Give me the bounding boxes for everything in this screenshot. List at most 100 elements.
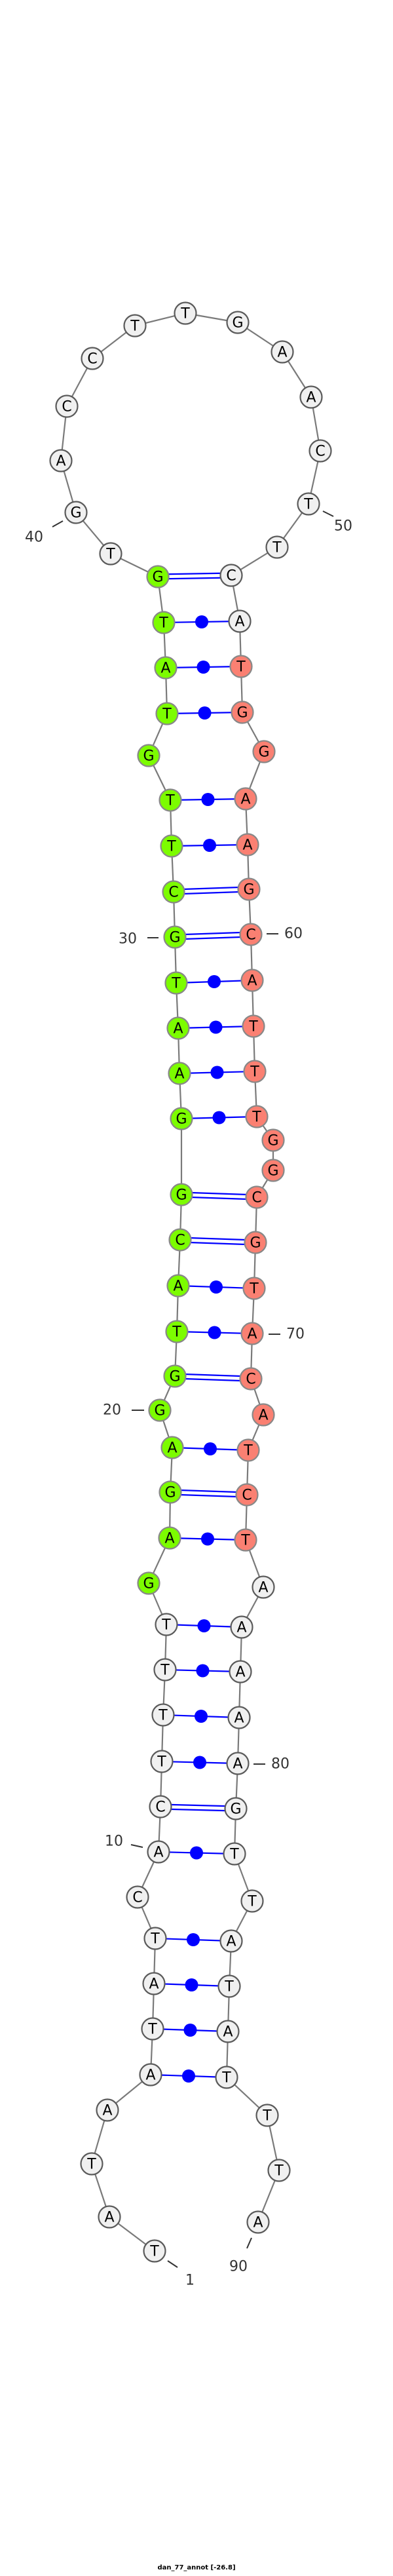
pair-bond-line: [181, 1191, 257, 1196]
base-pair: [178, 1280, 255, 1294]
nucleotide-47: A: [271, 340, 294, 364]
nucleotide-62: T: [242, 1014, 265, 1038]
nucleotide-2: A: [98, 2205, 121, 2229]
nucleotide-circle: [229, 655, 253, 678]
base-pair: [181, 1191, 257, 1201]
nucleotide-letter: T: [149, 2244, 159, 2260]
nucleotide-31: C: [162, 880, 185, 904]
nucleotide-letter: G: [169, 1369, 180, 1385]
nucleotide-letter: T: [221, 2070, 231, 2086]
nucleotide-45: T: [174, 301, 197, 325]
nucleotide-circle: [242, 1277, 266, 1300]
nucleotide-circle: [245, 1105, 269, 1128]
nucleotide-50: T: [297, 492, 320, 516]
nucleotide-letter: A: [258, 1580, 268, 1596]
nucleotide-82: T: [223, 1842, 246, 1866]
pair-bond-line: [170, 1489, 248, 1493]
pair-bond-line: [181, 1196, 257, 1201]
nucleotide-letter: G: [258, 744, 269, 761]
nucleotide-circle: [80, 2152, 103, 2176]
nucleotide-30: G: [163, 925, 187, 949]
nucleotide-circle: [240, 1322, 264, 1345]
nucleotide-circle: [215, 2066, 238, 2089]
base-pair: [162, 1710, 240, 1723]
nucleotide-56: G: [252, 740, 276, 763]
pair-dot: [195, 1710, 208, 1723]
nucleotide-circle: [261, 1159, 285, 1182]
nucleotide-circle: [237, 877, 261, 901]
nucleotide-circle: [231, 701, 254, 724]
nucleotide-13: T: [151, 1703, 175, 1727]
nucleotide-71: C: [239, 1367, 263, 1391]
nucleotide-circle: [297, 492, 320, 516]
nucleotide-letter: T: [160, 1663, 170, 1679]
nucleotide-circle: [236, 1438, 260, 1462]
nucleotide-letter: G: [70, 505, 81, 522]
nucleotide-letter: T: [105, 547, 115, 563]
nucleotide-letter: C: [175, 1233, 185, 1249]
nucleotide-circle: [309, 439, 332, 463]
position-number: 20: [103, 1402, 121, 1419]
nucleotide-78: A: [229, 1660, 252, 1683]
nucleotide-53: A: [228, 609, 252, 633]
base-pair: [179, 1237, 256, 1246]
nucleotide-circle: [159, 788, 182, 812]
nucleotide-circle: [246, 2210, 270, 2234]
nucleotide-letter: A: [277, 345, 287, 361]
nucleotide-letter: T: [158, 1708, 168, 1724]
nucleotide-letter: G: [169, 930, 180, 946]
position-number: 60: [284, 926, 303, 942]
nucleotide-circle: [240, 1889, 264, 1913]
nucleotide-circle: [64, 501, 88, 524]
nucleotide-circle: [159, 1480, 182, 1504]
pair-dot: [198, 706, 212, 720]
nucleotide-66: G: [261, 1159, 285, 1182]
nucleotide-circle: [226, 311, 250, 334]
nucleotide-letter: G: [164, 1485, 176, 1501]
nucleotide-circle: [166, 1274, 190, 1298]
nucleotide-letter: G: [143, 748, 154, 765]
position-label-1: 1: [167, 2260, 195, 2289]
nucleotide-37: T: [152, 611, 176, 634]
nucleotide-circle: [165, 1320, 189, 1343]
label-tick: [246, 2237, 252, 2249]
nucleotide-circle: [147, 1840, 170, 1864]
pair-dot: [204, 1442, 217, 1455]
nucleotide-circle: [166, 1016, 190, 1040]
nucleotide-27: A: [168, 1062, 191, 1085]
nucleotide-55: G: [231, 701, 254, 724]
position-label-70: 70: [269, 1326, 305, 1343]
pair-bond-line: [160, 1803, 236, 1807]
label-tick: [130, 1844, 143, 1848]
nucleotide-letter: A: [236, 1620, 246, 1636]
nucleotide-49: C: [309, 439, 332, 463]
pair-dot: [196, 1664, 210, 1678]
nucleotide-23: A: [166, 1274, 190, 1298]
nucleotide-circle: [174, 301, 197, 325]
nucleotide-letter: G: [232, 315, 243, 332]
nucleotide-10: A: [147, 1840, 170, 1864]
nucleotide-circle: [234, 787, 257, 811]
nucleotide-letter: T: [224, 1979, 234, 1995]
nucleotide-letter: G: [236, 705, 248, 721]
nucleotide-circle: [163, 1364, 187, 1388]
nucleotide-circle: [148, 1398, 172, 1422]
pair-bond-line: [174, 891, 250, 895]
nucleotide-circle: [162, 880, 185, 904]
pair-dot: [208, 975, 221, 988]
nucleotide-letter: C: [315, 444, 325, 460]
nucleotide-33: T: [159, 788, 182, 812]
nucleotide-25: G: [170, 1183, 193, 1206]
nucleotide-19: A: [160, 1436, 184, 1459]
base-pair: [174, 931, 252, 940]
nucleotide-89: T: [267, 2159, 291, 2182]
base-pair: [179, 1066, 255, 1079]
nucleotide-letter: C: [246, 1372, 255, 1388]
nucleotide-circle: [223, 1842, 246, 1866]
nucleotide-52: C: [219, 564, 243, 587]
nucleotide-circle: [137, 744, 160, 767]
nucleotide-letter: A: [167, 1440, 177, 1457]
base-pair: [178, 1020, 254, 1034]
nucleotide-letter: T: [150, 1931, 160, 1948]
